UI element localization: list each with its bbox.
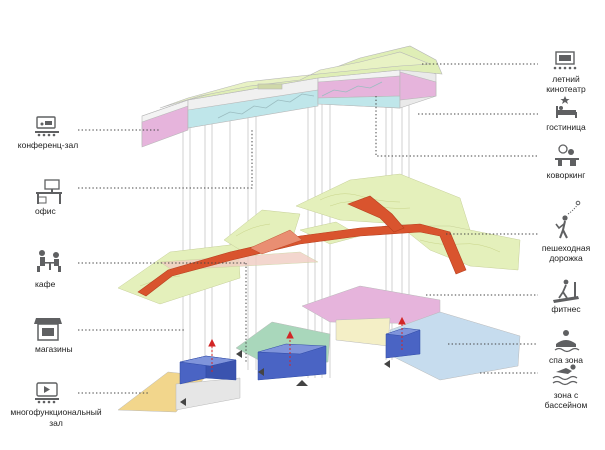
hotel-icon: [556, 96, 577, 118]
hotel-floors-pink: [141, 105, 189, 148]
label-cinema-1: летний: [552, 74, 580, 84]
label-office: офис: [35, 206, 56, 216]
video-hall-icon: [35, 382, 59, 404]
top-building-block: [141, 45, 443, 148]
pedestrian-walkway: [137, 195, 467, 297]
swimmer-icon: [552, 364, 578, 386]
label-walkway-2: дорожка: [549, 253, 583, 263]
label-fitness: фитнес: [551, 304, 581, 314]
treadmill-icon: [553, 279, 579, 303]
label-walkway-1: пешеходная: [541, 243, 591, 253]
cafe-icon: [37, 250, 61, 272]
label-hotel: гостиница: [546, 122, 586, 132]
circulation-arrows: [208, 316, 406, 372]
label-coworking: коворкинг: [546, 170, 586, 180]
label-pool-1: зона с: [553, 390, 579, 400]
label-cafe: кафе: [35, 279, 56, 289]
projector-icon: [35, 116, 59, 137]
label-multifunctional-hall-2: зал: [49, 418, 63, 428]
office-desk-icon: [36, 179, 62, 204]
label-cinema-2: кинотеатр: [546, 84, 586, 94]
cinema-icon: [553, 51, 577, 70]
label-multifunctional-hall-1: многофункциональный: [10, 407, 102, 417]
label-pool-2: бассейном: [544, 400, 588, 410]
label-shops: магазины: [35, 344, 73, 354]
coworking-icon: [555, 144, 579, 166]
label-spa: спа зона: [549, 355, 583, 365]
blue-volumes: [179, 327, 421, 385]
walking-person-icon: [555, 200, 581, 239]
entrance-markers: [180, 350, 390, 406]
spa-icon: [554, 330, 580, 353]
label-conference-hall: конференц-зал: [17, 140, 79, 150]
leader-lines: [78, 63, 538, 394]
shop-icon: [34, 318, 62, 341]
coworking-floors-cyan: [187, 89, 319, 129]
